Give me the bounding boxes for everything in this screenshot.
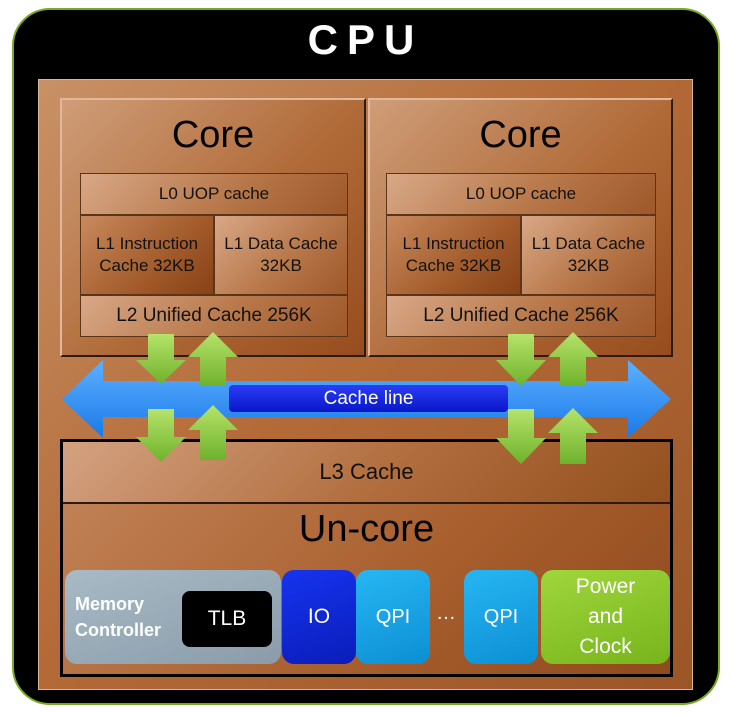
- cache-line-bar: Cache line: [229, 385, 508, 412]
- core-2-title: Core: [479, 114, 562, 156]
- core-2: Core L0 UOP cache L1 Instruction Cache 3…: [368, 98, 673, 357]
- core-1-l2-unified-cache: L2 Unified Cache 256K: [80, 295, 348, 337]
- core-2-l2-unified-cache: L2 Unified Cache 256K: [386, 295, 656, 337]
- core-1: Core L0 UOP cache L1 Instruction Cache 3…: [60, 98, 366, 357]
- core-1-title: Core: [171, 114, 255, 156]
- arrow-down-core1-upper: [136, 334, 186, 384]
- core-1-l1-data-cache: L1 Data Cache 32KB: [214, 215, 348, 295]
- arrow-down-core2-lower: [496, 409, 546, 464]
- arrow-up-core1-upper: [188, 332, 238, 386]
- power-and-clock-block: Power and Clock: [541, 570, 670, 664]
- memory-controller-label: Memory Controller: [75, 594, 162, 640]
- arrow-up-core1-lower: [188, 405, 238, 460]
- core-2-l1-data-cache: L1 Data Cache 32KB: [521, 215, 656, 295]
- arrow-up-core2-upper: [548, 332, 598, 386]
- core-1-l1-instruction-cache: L1 Instruction Cache 32KB: [80, 215, 214, 295]
- core-2-l0-uop-cache: L0 UOP cache: [386, 173, 656, 215]
- uncore-title: Un-core: [298, 508, 435, 550]
- arrow-down-core2-upper: [496, 334, 546, 386]
- arrow-down-core1-lower: [136, 409, 186, 462]
- tlb-block: TLB: [182, 591, 272, 647]
- ellipsis: …: [436, 602, 456, 624]
- memory-controller-block: Memory Controller: [65, 570, 281, 664]
- qpi-block-2: QPI: [464, 570, 538, 664]
- io-block: IO: [282, 570, 356, 664]
- core-1-l0-uop-cache: L0 UOP cache: [80, 173, 348, 215]
- arrow-up-core2-lower: [548, 408, 598, 464]
- core-2-l1-instruction-cache: L1 Instruction Cache 32KB: [386, 215, 521, 295]
- qpi-block-1: QPI: [356, 570, 430, 664]
- cpu-title: CPU: [307, 16, 424, 63]
